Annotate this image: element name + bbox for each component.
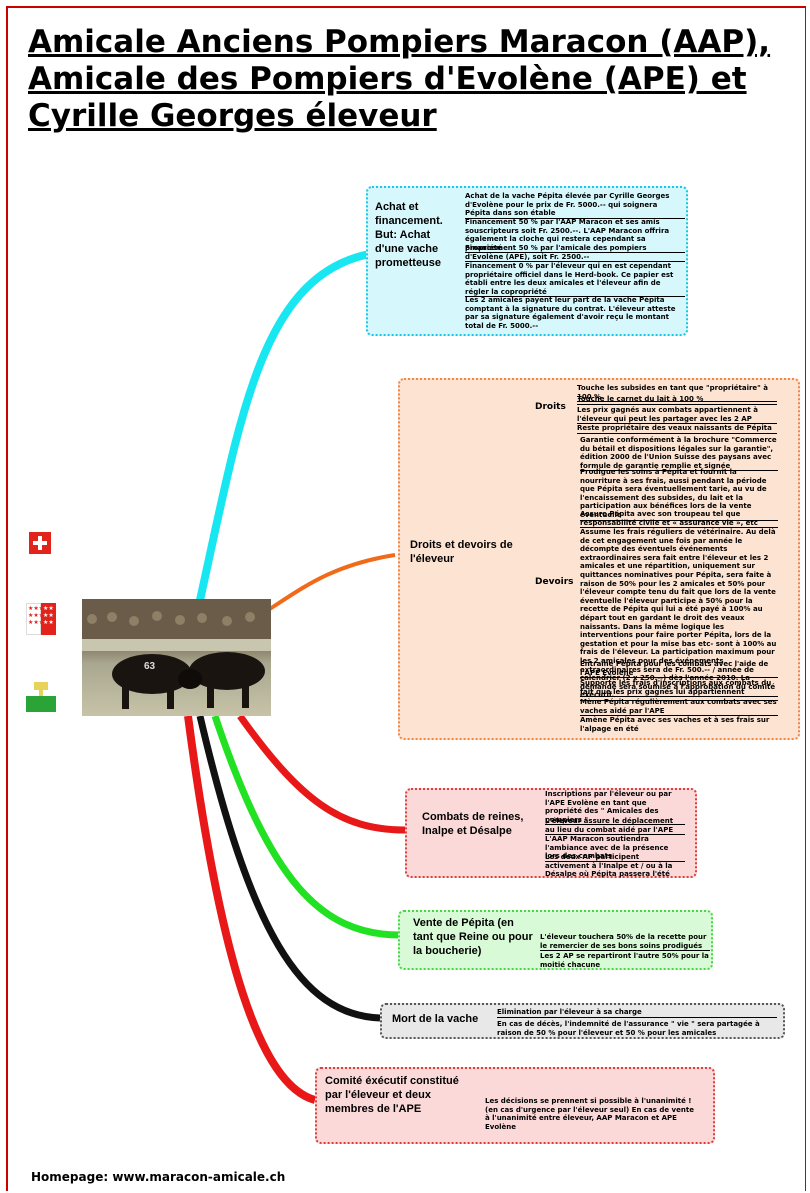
combats-item-4: Les deux AP participent activement à l'I… <box>545 853 673 879</box>
branch-link-mort <box>196 715 381 1022</box>
mort-label: Mort de la vache <box>392 1013 479 1025</box>
achat-box <box>366 186 688 336</box>
vente-box <box>398 910 713 970</box>
devoirs-item-5: Entraîne Pépita pour les combats avec l'… <box>580 660 778 679</box>
title-line-3: Cyrille Georges éleveur <box>28 98 437 134</box>
devoirs-sub-label: Devoirs <box>535 577 574 587</box>
branch-link-vente <box>211 714 401 939</box>
combats-item-1: Inscriptions par l'éleveur ou par l'APE … <box>545 790 685 826</box>
droits-item-4: Reste propriétaire des veaux naissants d… <box>577 424 777 434</box>
vente-item-2: Les 2 AP se repartiront l'autre 50% pour… <box>540 952 709 969</box>
footer-homepage: Homepage: www.maracon-amicale.ch <box>31 1170 286 1184</box>
valais-flag-icon: ★★★★★★★★★ ★★★★★★ <box>26 603 56 635</box>
evolene-coat-of-arms-icon <box>26 682 56 712</box>
achat-item-3: Financement 50 % par l'amicale des pompi… <box>465 244 685 263</box>
achat-item-4: Financement 0 % par l'éleveur qui en est… <box>465 262 685 298</box>
droits-item-3: Les prix gagnés aux combats appartiennen… <box>577 406 777 425</box>
swiss-flag-icon <box>29 532 51 554</box>
droits-label: Droits et devoirs de l'éleveur <box>410 539 513 565</box>
droits-sub-label: Droits <box>535 402 566 412</box>
vente-item-1: L'éleveur touchera 50% de la recette pou… <box>540 933 710 952</box>
mort-box <box>380 1003 785 1039</box>
combats-label: Combats de reines, Inalpe et Désalpe <box>422 811 524 837</box>
branch-link-comite <box>184 715 317 1104</box>
achat-item-2: Financement 50 % par l'AAP Maracon et se… <box>465 218 685 254</box>
achat-label: Achat et financement. But: Achat d'une v… <box>375 201 443 269</box>
droits-item-1: Touche les subsides en tant que "proprié… <box>577 384 777 403</box>
branch-link-combats <box>237 713 406 834</box>
vente-label: Vente de Pépita (en tant que Reine ou po… <box>413 917 533 957</box>
mort-item-2: En cas de décès, l'indemnité de l'assura… <box>497 1020 760 1037</box>
droits-box <box>398 378 800 740</box>
branch-link-droits <box>263 553 396 614</box>
page-frame <box>6 6 806 1191</box>
cow-number: 63 <box>144 661 156 672</box>
devoirs-item-1: Garantie conformément à la brochure "Com… <box>580 436 778 472</box>
cow-fight-photo: 63 <box>82 599 271 716</box>
devoirs-item-6: Supporte les frais d'inscriptions aux co… <box>580 679 778 698</box>
devoirs-item-3: Assure Pépita avec son troupeau tel que … <box>580 510 778 529</box>
achat-item-5: Les 2 amicales payent leur part de la va… <box>465 296 676 330</box>
devoirs-item-7: Mène Pépita régulièrement aux combats av… <box>580 698 778 717</box>
combats-item-2: L'éleveur assure le déplacement au lieu … <box>545 817 685 836</box>
comite-label: Comité éxécutif constitué par l'éleveur … <box>325 1075 459 1115</box>
comite-item-1: Les décisions se prennent si possible à … <box>485 1097 694 1131</box>
title-line-2: Amicale des Pompiers d'Evolène (APE) et <box>28 61 747 97</box>
title-line-1: Amicale Anciens Pompiers Maracon (AAP), <box>28 24 771 60</box>
combats-box <box>405 788 697 878</box>
droits-item-2: Touche le carnet du lait à 100 % <box>577 395 777 405</box>
combats-item-3: L'AAP Maracon soutiendra l'ambiance avec… <box>545 835 685 862</box>
devoirs-item-2: Prodigue les soins à Pépita et fournit l… <box>580 468 778 521</box>
devoirs-item-8: Amène Pépita avec ses vaches et à ses fr… <box>580 716 770 733</box>
page-title: Amicale Anciens Pompiers Maracon (AAP), … <box>28 24 788 135</box>
achat-item-1: Achat de la vache Pépita élevée par Cyri… <box>465 192 685 219</box>
mort-item-1: Elimination par l'éleveur à sa charge <box>497 1008 777 1018</box>
branch-link-achat <box>196 251 369 604</box>
comite-box <box>315 1067 715 1144</box>
